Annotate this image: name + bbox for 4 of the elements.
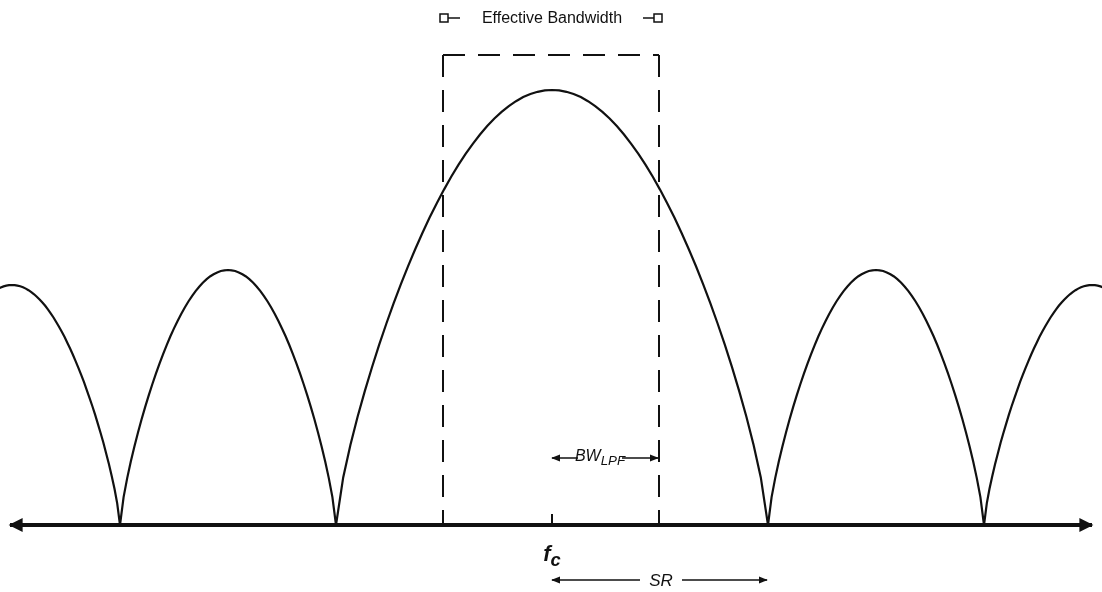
axis-label: f$_{c}$ xyxy=(543,542,561,570)
bandwidth-title: Effective Bandwidth xyxy=(481,10,623,26)
dimension-label: BW$_{LPF}$ xyxy=(574,448,626,468)
dimension-label: SR xyxy=(649,571,673,589)
